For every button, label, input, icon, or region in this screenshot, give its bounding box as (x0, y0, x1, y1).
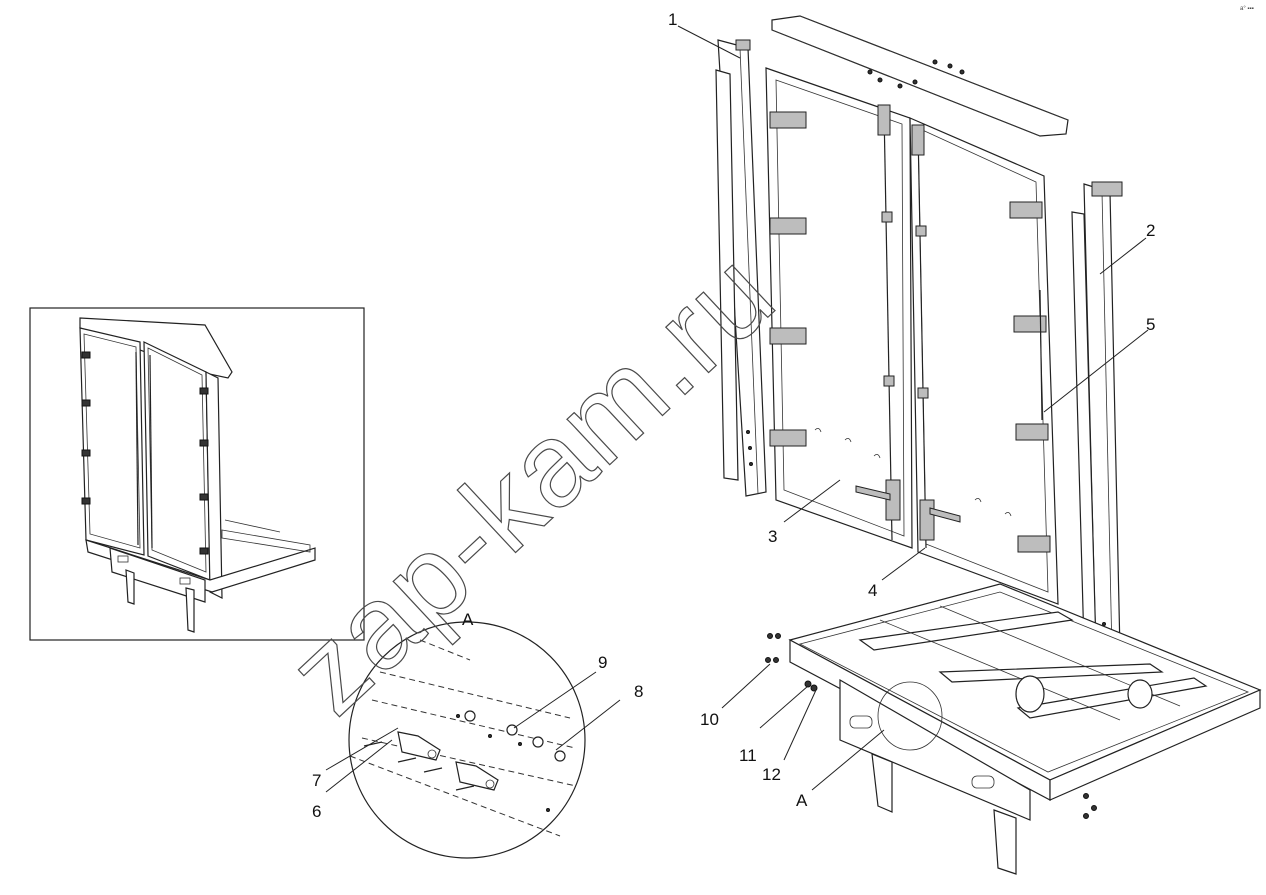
leader-6 (325, 739, 393, 793)
inset-overview (29, 307, 365, 641)
left-door-post (715, 39, 767, 497)
detail-nuts (456, 710, 566, 812)
detail-bolts (363, 741, 475, 791)
leader-lines (325, 25, 1149, 793)
detail-a-reference-circle (877, 681, 943, 751)
inset-frame (29, 307, 365, 641)
leader-7 (325, 727, 399, 771)
base-frame (788, 583, 1262, 801)
inset-left-door (79, 327, 145, 556)
callout-1: 1 (668, 10, 677, 29)
right-door-post (1071, 181, 1123, 659)
callout-7: 7 (312, 771, 321, 790)
callout-10: 10 (700, 710, 719, 729)
leader-a-bottom (811, 729, 885, 791)
base-legs (871, 753, 1017, 875)
callout-6: 6 (312, 802, 321, 821)
leader-8 (555, 699, 621, 751)
callout-2: 2 (1146, 221, 1155, 240)
inset-hinges (81, 351, 209, 555)
leader-4 (881, 547, 926, 581)
right-door-leaf (909, 117, 1059, 605)
leader-11 (759, 685, 809, 729)
detail-a-label-bottom: A (796, 791, 808, 810)
left-door-leaf (765, 67, 913, 549)
corner-mark: a° ▪▪▪ (1240, 6, 1254, 12)
inset-under-box (109, 547, 206, 603)
leader-5 (1043, 329, 1149, 413)
callout-9: 9 (598, 653, 607, 672)
callout-11: 11 (739, 746, 757, 765)
callout-labels: 1 2 3 4 5 6 7 8 9 10 11 12 A A (312, 10, 1155, 821)
watermark: zap-kam.ru (263, 226, 800, 740)
callout-4: 4 (868, 581, 877, 600)
leader-3 (783, 479, 841, 523)
callout-5: 5 (1146, 315, 1155, 334)
mounting-bolts (765, 633, 1097, 819)
callout-12: 12 (762, 765, 781, 784)
callout-3: 3 (768, 527, 777, 546)
leader-9 (513, 671, 597, 729)
leader-2 (1099, 237, 1147, 275)
main-exploded-view (715, 15, 1262, 875)
detail-view-a (348, 621, 586, 859)
detail-a-circle (348, 621, 586, 859)
leader-12 (783, 689, 817, 761)
watermark-text: zap-kam.ru (264, 226, 800, 739)
detail-brackets (397, 731, 499, 791)
leader-1 (677, 25, 741, 59)
inset-right-door (143, 341, 211, 581)
callout-8: 8 (634, 682, 643, 701)
leader-10 (721, 663, 771, 709)
detail-a-label-top: A (462, 610, 474, 629)
top-header-beam (771, 15, 1069, 137)
base-under-box (839, 678, 1031, 821)
